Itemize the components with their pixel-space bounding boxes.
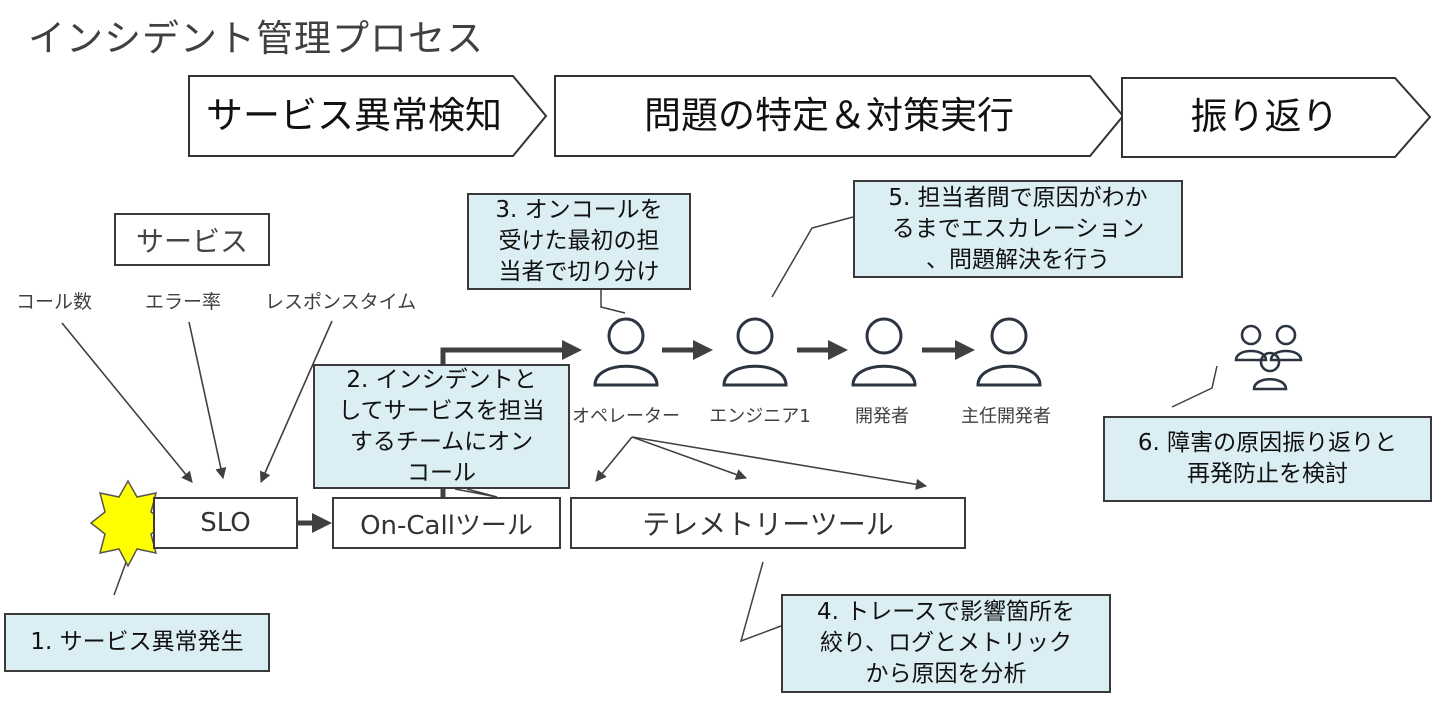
callout-leader-1	[113, 556, 129, 596]
metric-arrow-latency	[259, 320, 333, 484]
callout-leader-6	[1171, 365, 1218, 408]
metric-arrow-errors	[188, 321, 227, 480]
metric-label-errors: エラー率	[145, 291, 222, 313]
operator-to-telemetry-arrow-3	[631, 436, 928, 490]
callout-leader-4	[739, 561, 782, 643]
service-box: サービス	[114, 213, 270, 266]
callout-leader-2	[454, 488, 498, 498]
people-group-icon	[1234, 324, 1303, 391]
callout-step-1: 1. サービス異常発生	[4, 613, 270, 672]
page-title: インシデント管理プロセス	[28, 17, 484, 60]
callout-step-3: 3. オンコールを 受けた最初の担 当者で切り分け	[467, 193, 691, 290]
phase-chevron-detect	[188, 75, 548, 157]
person-label-developer: 開発者	[855, 406, 909, 427]
phase-chevron-resolve	[554, 75, 1125, 157]
operator-to-telemetry-arrow-1	[595, 436, 633, 482]
slo-box: SLO	[153, 497, 298, 549]
telemetry-tool-box: テレメトリーツール	[570, 497, 966, 549]
person-icon-developer	[851, 317, 917, 387]
callout-step-6: 6. 障害の原因振り返りと 再発防止を検討	[1103, 416, 1432, 502]
callout-step-4: 4. トレースで影響箇所を 絞り、ログとメトリック から原因を分析	[781, 594, 1111, 693]
operator-to-telemetry-arrow-2	[631, 436, 748, 480]
callout-leader-3	[600, 290, 626, 314]
person-icon-engineer	[722, 317, 788, 387]
phase-label-review: 振り返り	[1190, 95, 1339, 138]
callout-step-5: 5. 担当者間で原因がわか るまでエスカレーション 、問題解決を行う	[853, 180, 1183, 278]
metric-label-latency: レスポンスタイム	[265, 291, 417, 313]
person-label-lead-developer: 主任開発者	[961, 406, 1051, 427]
phase-label-resolve: 問題の特定＆対策実行	[644, 94, 1014, 137]
callout-leader-5	[771, 216, 854, 298]
callout-step-2: 2. インシデントと してサービスを担当 するチームにオン コール	[313, 364, 570, 489]
metric-arrow-calls	[61, 322, 193, 483]
person-label-operator: オペレーター	[572, 406, 680, 427]
phase-label-detect: サービス異常検知	[206, 94, 502, 137]
phase-chevron-review	[1121, 77, 1432, 158]
person-icon-operator	[593, 317, 659, 387]
oncall-tool-box: On-Callツール	[332, 497, 561, 549]
person-label-engineer: エンジニア1	[709, 406, 811, 427]
metric-label-calls: コール数	[16, 291, 93, 313]
person-icon-lead-developer	[976, 317, 1042, 387]
alert-star-icon	[89, 479, 168, 568]
